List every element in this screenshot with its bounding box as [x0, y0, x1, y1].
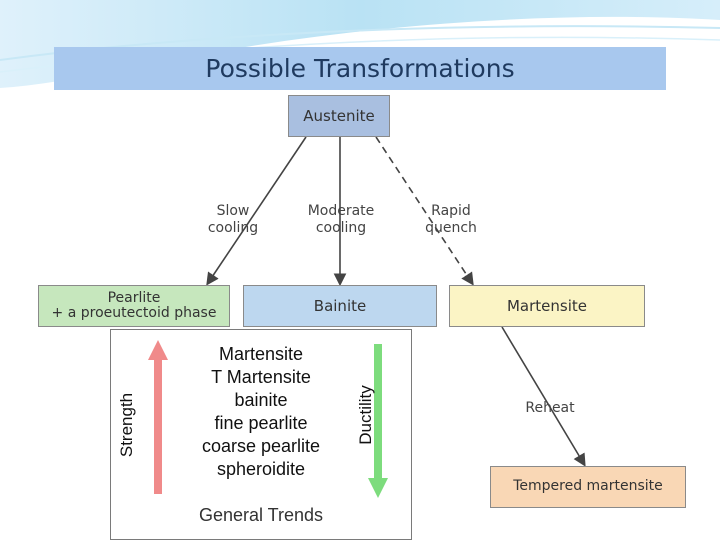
pearlite-box: Pearlite + a proeutectoid phase	[38, 285, 230, 327]
pearlite-label: Pearlite	[107, 289, 161, 306]
austenite-label: Austenite	[303, 106, 375, 125]
trend-item: T Martensite	[211, 367, 311, 388]
title-bar: Possible Transformations	[54, 47, 666, 90]
rapid-quench-arrow	[375, 136, 474, 286]
slow-cooling-text: cooling	[207, 219, 259, 236]
trend-item: spheroidite	[216, 459, 306, 480]
slow-text: Slow	[216, 203, 250, 219]
reheat-label: Reheat	[525, 400, 575, 416]
trend-item: bainite	[234, 390, 288, 411]
tempered-martensite-label: Tempered martensite	[513, 478, 663, 495]
moderate-cooling-text: cooling	[315, 219, 367, 236]
trend-item: Martensite	[218, 344, 304, 364]
martensite-box: Martensite	[449, 285, 645, 327]
austenite-box: Austenite	[288, 95, 390, 137]
moderate-text: Moderate	[307, 203, 375, 219]
moderate-cooling-label: Moderate cooling	[300, 203, 382, 237]
slow-cooling-arrow	[206, 136, 307, 286]
rapid-text: Rapid	[431, 203, 471, 219]
strength-arrow	[148, 340, 168, 494]
page-title: Possible Transformations	[205, 54, 515, 83]
bainite-box: Bainite	[243, 285, 437, 327]
tempered-martensite-box: Tempered martensite	[490, 466, 686, 508]
rapid-quench-label: Rapid quench	[416, 203, 486, 237]
reheat-arrow	[501, 326, 586, 467]
ductility-label: Ductility	[356, 385, 375, 445]
bainite-label: Bainite	[313, 296, 367, 315]
general-trends-panel: Strength Ductility Martensite T Martensi…	[110, 329, 412, 540]
trend-item: fine pearlite	[214, 413, 308, 434]
trend-list: Martensite T Martensite bainite fine pea…	[173, 343, 349, 481]
general-trends-caption: General Trends	[198, 505, 324, 525]
ductility-arrow	[368, 344, 388, 498]
slow-cooling-label: Slow cooling	[196, 203, 270, 237]
martensite-label: Martensite	[506, 296, 587, 315]
quench-text: quench	[425, 219, 477, 236]
trend-arrows	[148, 340, 388, 498]
strength-label: Strength	[117, 392, 136, 458]
proeutectoid-label: + a proeutectoid phase	[51, 305, 217, 321]
trend-item: coarse pearlite	[201, 436, 321, 457]
